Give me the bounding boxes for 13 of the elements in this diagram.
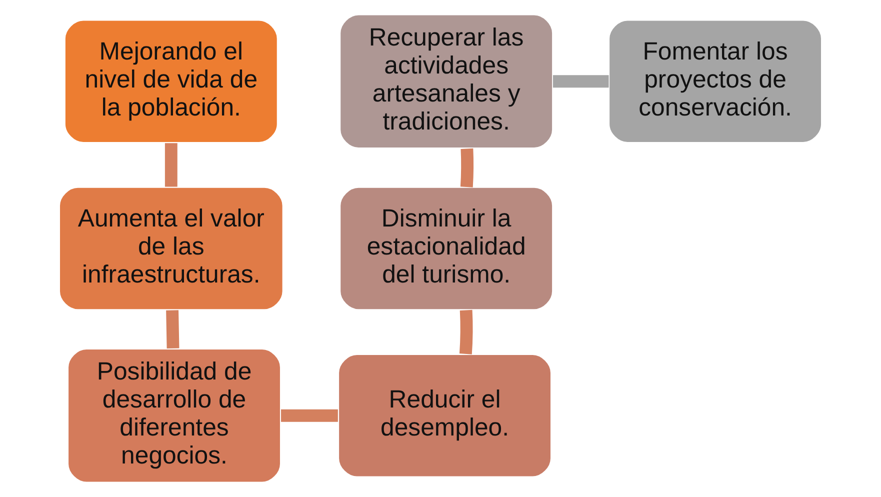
connector — [460, 148, 474, 188]
node-box: Mejorando el nivel de vida de la población. — [64, 19, 278, 144]
connector — [164, 143, 178, 187]
node-box: Fomentar los proyectos de conservación. — [608, 19, 823, 144]
node-box: Posibilidad de desarrollo de diferentes negocios. — [67, 348, 282, 484]
node-box: Recuperar las actividades artesanales y tradiciones. — [339, 14, 554, 149]
node-box: Aumenta el valor de las infraestructuras. — [58, 186, 284, 311]
connector — [459, 310, 473, 354]
connector — [552, 75, 609, 88]
connector — [166, 310, 180, 349]
node-box: Reducir el desempleo. — [338, 353, 552, 478]
connector — [281, 409, 338, 422]
node-box: Disminuir la estacionalidad del turismo. — [339, 186, 554, 311]
